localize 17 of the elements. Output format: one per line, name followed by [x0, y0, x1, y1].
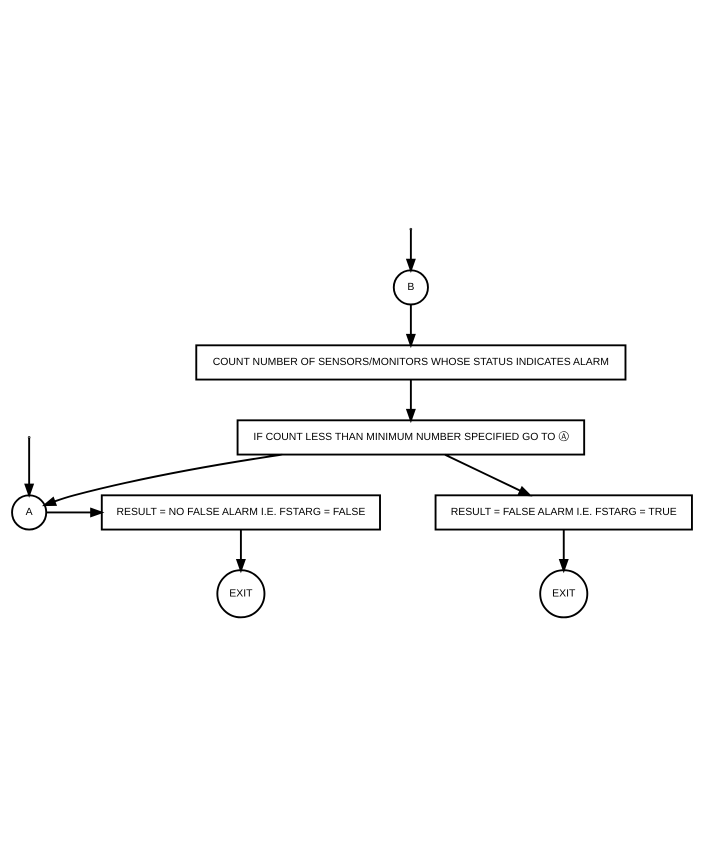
arrow [406, 230, 416, 273]
arrow [406, 304, 416, 348]
node-box: RESULT = FALSE ALARM I.E. FSTARG = TRUE [434, 494, 693, 530]
arrow [558, 530, 569, 574]
node-box: COUNT NUMBER OF SENSORS/MONITORS WHOSE STATUS INDICATES ALARM [195, 344, 626, 380]
node-circle: EXIT [539, 569, 588, 618]
arrow [24, 438, 34, 498]
arrow [236, 530, 246, 574]
node-circle: A [11, 494, 48, 530]
node-box: RESULT = NO FALSE ALARM I.E. FSTARG = FALSE [100, 494, 381, 530]
node-circle: B [392, 269, 429, 306]
node-box: IF COUNT LESS THAN MINIMUM NUMBER SPECIFIED GO TO Ⓐ [236, 419, 586, 456]
arrow [444, 454, 533, 497]
arrow [42, 454, 283, 506]
node-circle: EXIT [216, 569, 266, 618]
arrow [406, 380, 416, 424]
arrow [46, 507, 104, 518]
